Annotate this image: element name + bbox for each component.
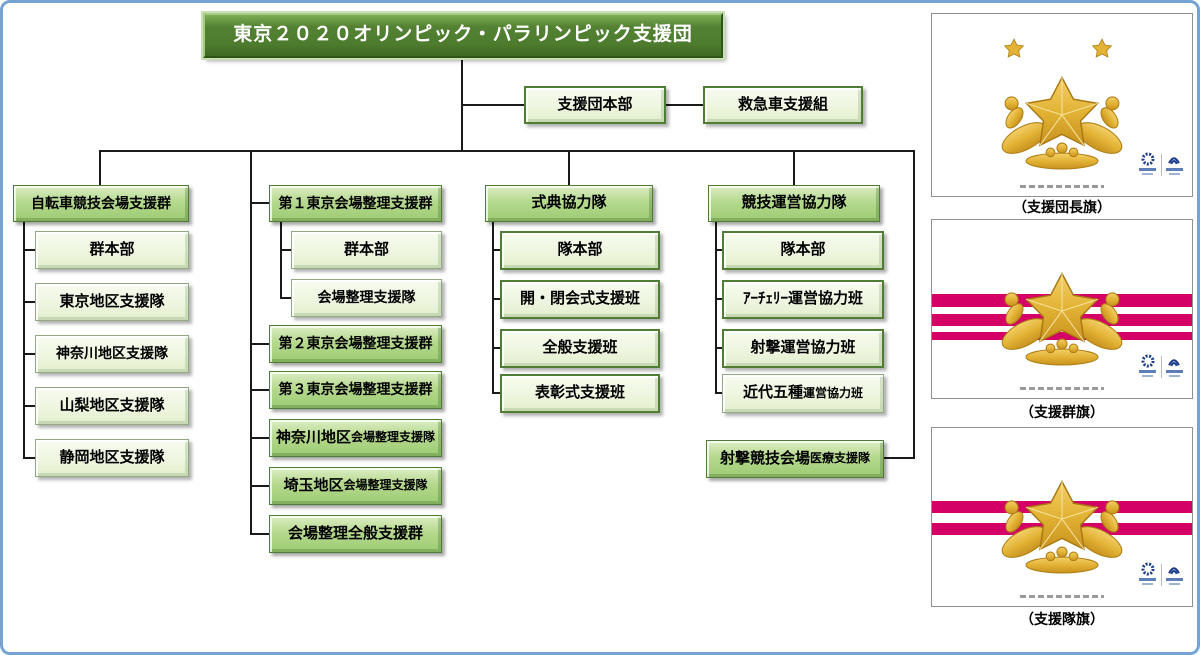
label-sub: 医療支援隊 <box>810 451 871 466</box>
tokyo2020-olympic-logo-icon <box>1141 562 1155 576</box>
flag-group <box>931 219 1193 399</box>
org-box-shooting-venue-medical-support-unit: 射撃競技会場医療支援隊 <box>706 440 884 478</box>
flag-commander-caption: （支援団長旗） <box>1013 199 1111 215</box>
tokyo2020-paralympic-logo-icon <box>1168 567 1181 575</box>
org-box-opening-closing-ceremony-squad: 開・閉会式支援班 <box>500 280 660 319</box>
flag-fine-print <box>1020 595 1104 598</box>
connector-col2-stub <box>250 485 269 487</box>
flag-group-caption: （支援群旗） <box>1020 404 1104 420</box>
org-box-tokyo-district-support-unit: 東京地区支援隊 <box>35 283 189 321</box>
gold-star-icon <box>1003 38 1025 58</box>
connector-col2-substub <box>280 297 291 299</box>
label-main: 射撃競技会場 <box>719 449 810 467</box>
flag-unit <box>931 427 1193 607</box>
label-sub: 会場整理支援隊 <box>351 430 436 445</box>
connector-main-horizontal <box>99 150 915 152</box>
org-box-kanagawa-venue-org-unit: 神奈川地区会場整理支援隊 <box>269 419 442 457</box>
org-box-general-support-squad: 全般支援班 <box>500 329 660 368</box>
jgsdf-gold-emblem-icon <box>1001 75 1123 170</box>
connector-col4-trunk <box>715 222 717 394</box>
tokyo2020-olympic-logo-icon <box>1141 152 1155 166</box>
label-main: 埼玉地区 <box>283 476 344 494</box>
gold-star-icon <box>1091 38 1113 58</box>
connector-col3-trunk <box>492 222 494 394</box>
tokyo2020-paralympic-logo-icon <box>1168 157 1181 165</box>
org-box-archery-operation-squad: ｱｰﾁｪﾘｰ運営協力班 <box>722 280 884 319</box>
org-box-cycling-venue-support-group: 自転車競技会場支援群 <box>13 185 189 222</box>
connector-ambulance-stub <box>666 104 703 106</box>
connector-col4-stub <box>715 249 722 251</box>
connector-col1-stub <box>23 249 35 251</box>
org-box-venue-org-general-support-group: 会場整理全般支援群 <box>269 515 442 553</box>
connector-col3-stub <box>492 347 500 349</box>
connector-col2-stub <box>250 202 269 204</box>
flag-fine-print <box>1020 185 1104 188</box>
flag-unit-caption: （支援隊旗） <box>1020 611 1104 627</box>
connector-medical-trunk <box>913 150 915 459</box>
connector-col4-stub <box>715 347 722 349</box>
label-main: 近代五種 <box>742 384 803 402</box>
org-box-col4-unit-hq: 隊本部 <box>722 231 884 270</box>
tokyo2020-logos <box>1138 354 1184 386</box>
org-box-ambulance-support-unit: 救急車支援組 <box>703 86 863 124</box>
connector-col1-drop <box>99 150 101 185</box>
connector-col4-stub <box>715 298 722 300</box>
connector-col2-stub <box>250 533 269 535</box>
jgsdf-gold-emblem-icon <box>1001 271 1123 366</box>
connector-col1-stub <box>23 301 35 303</box>
jgsdf-gold-emblem-icon <box>1001 479 1123 574</box>
org-box-victory-ceremony-squad: 表彰式支援班 <box>500 374 660 413</box>
org-title-box: 東京２０２０オリンピック・パラリンピック支援団 <box>203 13 723 58</box>
org-box-ceremony-cooperation-unit: 式典協力隊 <box>485 185 653 222</box>
org-box-saitama-venue-org-unit: 埼玉地区会場整理支援隊 <box>269 467 442 505</box>
magenta-stripe <box>932 332 1192 340</box>
connector-col1-stub <box>23 353 35 355</box>
org-box-kanagawa-district-support-unit: 神奈川地区支援隊 <box>35 335 189 373</box>
org-box-no2-tokyo-venue-org-group: 第２東京会場整理支援群 <box>269 325 442 363</box>
connector-col4-drop <box>793 150 795 185</box>
org-box-col3-unit-hq: 隊本部 <box>500 231 660 270</box>
connector-col2-stub <box>250 343 269 345</box>
connector-col3-stub <box>492 249 500 251</box>
connector-col4-stub <box>715 392 722 394</box>
org-box-no1-tokyo-venue-org-group: 第１東京会場整理支援群 <box>269 185 442 222</box>
tokyo2020-olympic-logo-icon <box>1141 354 1155 368</box>
connector-col1-trunk <box>23 222 25 459</box>
org-box-no3-tokyo-venue-org-group: 第３東京会場整理支援群 <box>269 371 442 409</box>
connector-medical-stub <box>884 457 915 459</box>
org-box-col1-group-hq: 群本部 <box>35 231 189 269</box>
org-box-shooting-operation-squad: 射撃運営協力班 <box>722 329 884 368</box>
connector-col3-drop <box>568 150 570 185</box>
org-box-modern-pentathlon-squad: 近代五種運営協力班 <box>722 374 884 413</box>
label-main: 神奈川地区 <box>275 428 351 446</box>
org-box-competition-operation-unit: 競技運営協力隊 <box>708 185 880 222</box>
connector-hq-stub <box>462 104 524 106</box>
connector-col2-stub <box>250 389 269 391</box>
org-box-shizuoka-district-support-unit: 静岡地区支援隊 <box>35 439 189 477</box>
org-box-col2-group-hq: 群本部 <box>291 231 442 269</box>
connector-col2-substub <box>280 249 291 251</box>
connector-col3-stub <box>492 392 500 394</box>
tokyo2020-logos <box>1138 152 1184 184</box>
connector-col1-stub <box>23 457 35 459</box>
connector-col1-stub <box>23 405 35 407</box>
connector-col3-stub <box>492 298 500 300</box>
connector-col2-subtrunk <box>280 222 282 299</box>
tokyo2020-logos <box>1138 562 1184 594</box>
tokyo2020-paralympic-logo-icon <box>1168 359 1181 367</box>
connector-col2-stub <box>250 437 269 439</box>
org-box-support-group-hq: 支援団本部 <box>524 86 666 124</box>
flag-fine-print <box>1020 387 1104 390</box>
connector-col2-trunk <box>250 150 252 535</box>
label-sub: 運営協力班 <box>803 385 864 400</box>
org-box-venue-org-support-unit: 会場整理支援隊 <box>291 279 442 317</box>
label-sub: 会場整理支援隊 <box>343 478 428 493</box>
flag-commander <box>931 13 1193 197</box>
org-box-yamanashi-district-support-unit: 山梨地区支援隊 <box>35 387 189 425</box>
